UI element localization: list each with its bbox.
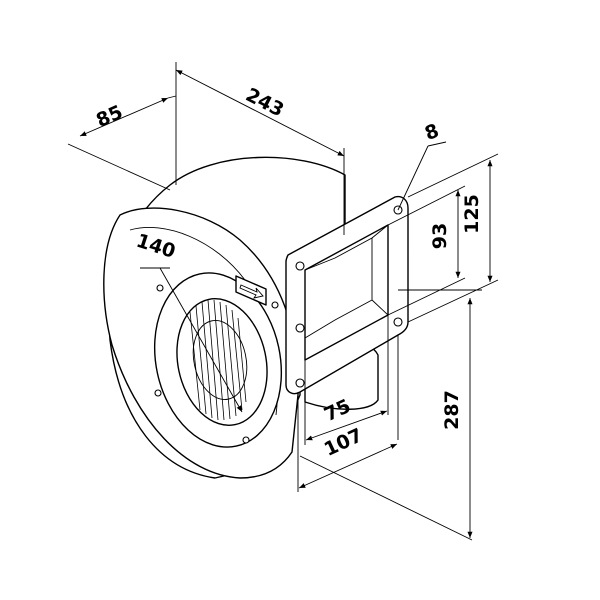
dimension-8: 8 — [397, 120, 447, 211]
flange-hole — [295, 378, 305, 388]
flange-hole — [295, 323, 305, 333]
dimension-125-label: 125 — [461, 194, 483, 234]
flange-hole — [393, 317, 403, 327]
screw-hole — [154, 389, 162, 397]
dimension-93-label: 93 — [429, 223, 451, 249]
dimension-125: 125 — [407, 153, 499, 323]
dimension-85-label: 85 — [93, 101, 126, 132]
screw-hole — [156, 284, 164, 292]
dimension-287-label: 287 — [441, 390, 463, 430]
dimension-93: 93 — [387, 185, 466, 316]
dimension-85: 85 — [67, 95, 177, 191]
screw-hole — [271, 301, 279, 309]
dimension-287: 287 — [299, 289, 482, 541]
outlet-duct-inner — [304, 237, 373, 339]
blower-housing — [103, 156, 379, 479]
impeller — [189, 299, 248, 421]
screw-hole — [242, 436, 250, 444]
direction-arrow-label — [235, 275, 267, 306]
dimension-107-label: 107 — [321, 424, 366, 461]
outlet-flange — [285, 195, 409, 395]
dimension-8-label: 8 — [422, 120, 442, 145]
flange-hole — [295, 261, 305, 271]
